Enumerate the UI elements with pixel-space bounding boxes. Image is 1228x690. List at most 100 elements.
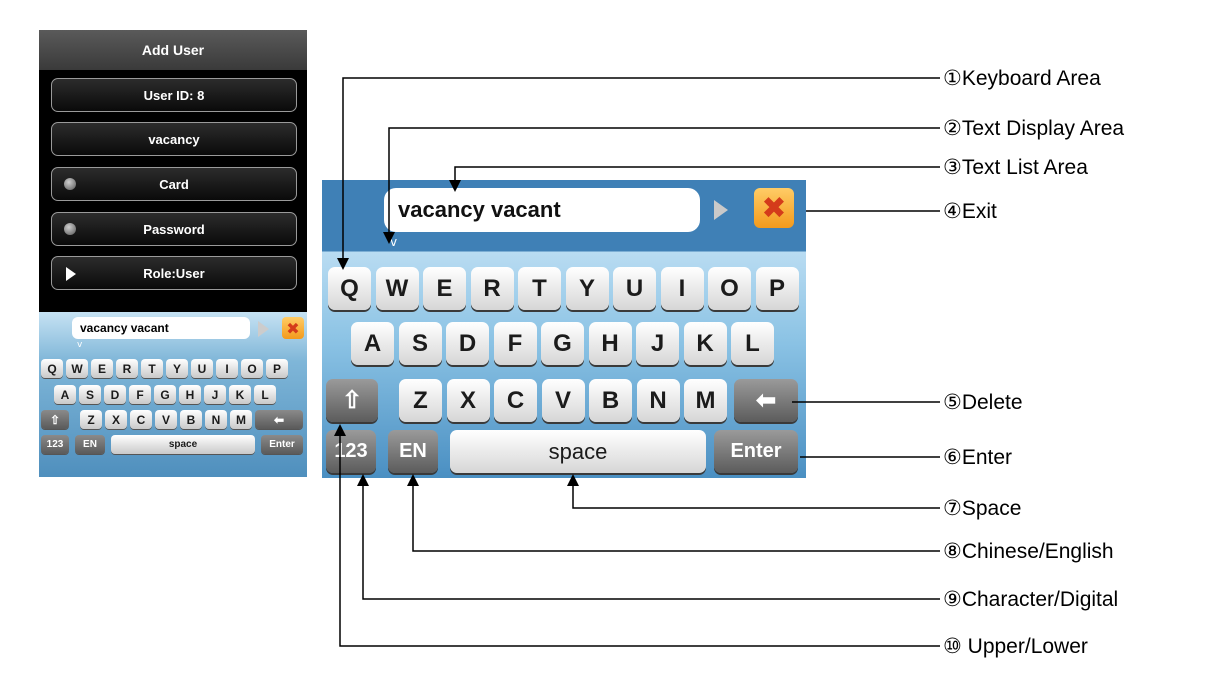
line-chinese-english [412,478,940,552]
mini-cursor-mark: v [77,340,83,350]
key-d[interactable]: D [446,322,489,365]
mini-key-y[interactable]: Y [166,359,188,378]
chinese-english-key[interactable]: EN [388,430,438,473]
mini-space-key[interactable]: space [111,435,255,454]
label-delete: ⑤Delete [943,391,1023,414]
key-f[interactable]: F [493,322,537,365]
key-h[interactable]: H [588,322,632,365]
mini-key-c[interactable]: C [130,410,152,429]
mini-key-i[interactable]: I [216,359,238,378]
mini-key-e[interactable]: E [91,359,113,378]
mini-key-b[interactable]: B [180,410,202,429]
key-w[interactable]: W [375,267,419,310]
mini-key-o[interactable]: O [241,359,263,378]
key-o[interactable]: O [708,267,751,310]
key-m[interactable]: M [684,379,727,422]
key-c[interactable]: C [494,379,537,422]
key-l[interactable]: L [731,322,774,365]
mini-key-m[interactable]: M [230,410,252,429]
exit-button[interactable]: ✖ [754,188,794,228]
role-label: Role:User [143,265,205,281]
mini-key-f[interactable]: F [129,385,151,404]
mini-key-z[interactable]: Z [80,410,102,429]
mini-key-h[interactable]: H [179,385,201,404]
card-button[interactable]: Card [51,167,297,201]
label-character-digital: ⑨Character/Digital [943,588,1119,611]
key-y[interactable]: Y [565,267,609,310]
mini-shift-key[interactable]: ⇧ [41,410,69,429]
key-b[interactable]: B [589,379,632,422]
line-space [572,478,940,509]
key-p[interactable]: P [755,267,799,310]
close-icon[interactable]: ✖ [282,317,304,339]
key-r[interactable]: R [470,267,514,310]
key-u[interactable]: U [613,267,656,310]
key-t[interactable]: T [518,267,561,310]
key-k[interactable]: K [683,322,727,365]
enter-key[interactable]: Enter [714,430,798,473]
mini-key-n[interactable]: N [205,410,227,429]
arrowhead [449,180,461,192]
mini-key-k[interactable]: K [229,385,251,404]
play-icon [66,267,76,281]
password-label: Password [143,221,205,237]
key-e[interactable]: E [423,267,466,310]
line-text-display [388,127,940,232]
arrowhead [357,474,369,486]
line-text-list [454,166,940,183]
role-button[interactable]: Role:User [51,256,297,290]
delete-key[interactable]: ⬅ [734,379,798,422]
key-s[interactable]: S [398,322,442,365]
mini-key-d[interactable]: D [104,385,126,404]
mini-key-r[interactable]: R [116,359,138,378]
right-arrow-icon[interactable] [714,200,728,220]
key-n[interactable]: N [636,379,680,422]
text-display-cursor: v [390,235,398,249]
screen-title: Add User [39,30,307,70]
key-q[interactable]: Q [328,267,371,310]
arrowhead [334,424,346,436]
arrowhead [337,258,349,270]
mini-key-s[interactable]: S [79,385,101,404]
mini-chinese-english-key[interactable]: EN [75,435,105,454]
mini-key-q[interactable]: Q [41,359,63,378]
user-id-button[interactable]: User ID: 8 [51,78,297,112]
line-keyboard-area [342,77,940,258]
key-j[interactable]: J [636,322,679,365]
label-keyboard-area: ①Keyboard Area [943,67,1101,90]
mini-key-v[interactable]: V [155,410,177,429]
key-z[interactable]: Z [399,379,442,422]
shift-key[interactable]: ⇧ [326,379,378,422]
key-a[interactable]: A [351,322,394,365]
mini-key-g[interactable]: G [154,385,176,404]
mini-key-w[interactable]: W [66,359,88,378]
mini-enter-key[interactable]: Enter [261,435,303,454]
mini-key-t[interactable]: T [141,359,163,378]
key-v[interactable]: V [541,379,585,422]
mini-key-u[interactable]: U [191,359,213,378]
mini-text-list[interactable]: vacancy vacant [72,317,250,339]
radio-icon [64,223,76,235]
arrowhead [407,474,419,486]
space-key[interactable]: space [450,430,706,473]
key-g[interactable]: G [541,322,584,365]
mini-key-j[interactable]: J [204,385,226,404]
name-field-button[interactable]: vacancy [51,122,297,156]
device-screen: Add User User ID: 8 vacancy Card Passwor… [39,30,307,477]
key-x[interactable]: X [446,379,490,422]
key-i[interactable]: I [660,267,704,310]
mini-delete-key[interactable]: ⬅ [255,410,303,429]
mini-key-a[interactable]: A [54,385,76,404]
label-upper-lower: ⑩ Upper/Lower [943,635,1088,658]
mini-character-digital-key[interactable]: 123 [41,435,69,454]
mini-key-l[interactable]: L [254,385,276,404]
mini-key-p[interactable]: P [266,359,288,378]
mini-key-x[interactable]: X [105,410,127,429]
password-button[interactable]: Password [51,212,297,246]
name-field-label: vacancy [148,131,200,147]
character-digital-key[interactable]: 123 [326,430,376,473]
right-arrow-icon[interactable] [258,321,269,337]
text-list-area[interactable]: vacancy vacant [384,188,700,232]
